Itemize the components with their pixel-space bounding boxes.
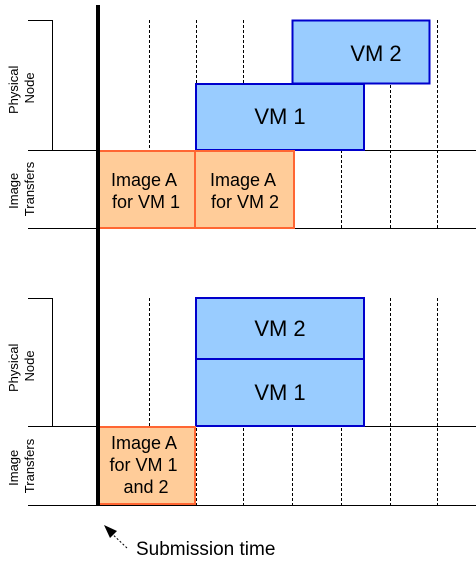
- vm2-label: VM 2: [254, 316, 305, 341]
- transfer-line: Image A: [111, 170, 177, 190]
- transfer-line: and 2: [123, 477, 168, 497]
- transfer-label-vm2: Image A for VM 2: [210, 170, 280, 212]
- vm1-box: [195, 358, 365, 427]
- label-line: Transfers: [22, 438, 37, 493]
- transfer-line: for VM 1: [109, 455, 177, 475]
- submission-time-label: Submission time: [136, 539, 275, 560]
- physical-node-label: Physical Node: [6, 62, 37, 114]
- transfer-label-vm1: Image A for VM 1: [111, 170, 181, 212]
- label-line: Transfers: [22, 161, 37, 216]
- label-line: Physical: [6, 66, 21, 115]
- bottom-panel: VM 2 VM 1 Image A for VM 1 and 2 Physica…: [6, 297, 476, 506]
- label-line: Node: [22, 72, 37, 103]
- top-panel: VM 2 VM 1 Image A for VM 1 Image A for V…: [6, 19, 476, 229]
- vm2-label: VM 2: [350, 41, 401, 66]
- transfer-line: for VM 1: [112, 192, 180, 212]
- physical-node-label: Physical Node: [6, 340, 37, 392]
- label-line: Image: [6, 450, 21, 486]
- transfer-box-vm2: [194, 150, 295, 229]
- image-transfers-label: Image Transfers: [6, 438, 37, 493]
- arrow-icon: [104, 525, 128, 549]
- transfer-label-shared: Image A for VM 1 and 2: [109, 433, 182, 497]
- vm2-box: [291, 19, 431, 85]
- vm1-label: VM 1: [254, 380, 305, 405]
- transfer-line: Image A: [111, 433, 177, 453]
- image-transfers-label: Image Transfers: [6, 161, 37, 216]
- vm2-box: [195, 297, 365, 360]
- transfer-line: for VM 2: [211, 192, 279, 212]
- label-line: Image: [6, 173, 21, 209]
- transfer-box-vm1: [96, 150, 196, 229]
- label-line: Physical: [6, 344, 21, 393]
- label-line: Node: [22, 350, 37, 381]
- transfer-line: Image A: [210, 170, 276, 190]
- transfer-box-shared: [96, 426, 196, 505]
- vm1-label: VM 1: [254, 104, 305, 129]
